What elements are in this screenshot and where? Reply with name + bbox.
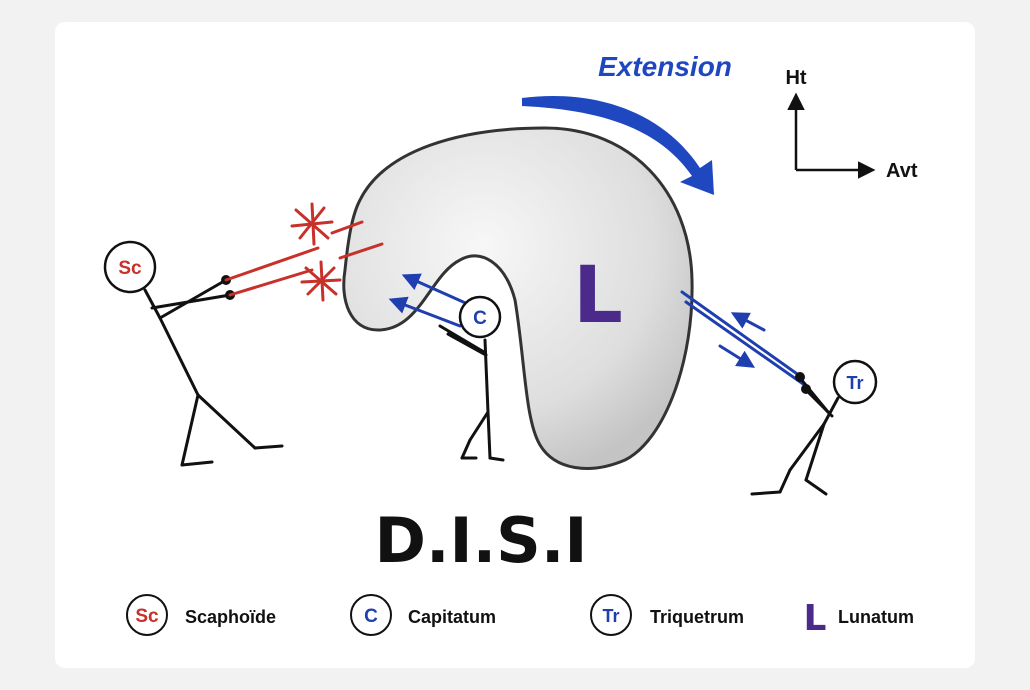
axis-right-label: Avt: [886, 160, 918, 182]
capitatum-head: [458, 295, 502, 339]
legend-symbol: Sc: [135, 606, 159, 627]
circle-badge-icon: [590, 594, 632, 636]
triquetrum-hand-1: [795, 372, 805, 382]
triquetrum-ligament-lines: [680, 290, 808, 388]
rupture-star-icon: [290, 202, 334, 246]
legend-label: Scaphoïde: [185, 607, 276, 627]
legend-item-lunatum: L Lunatum: [804, 598, 914, 639]
circle-badge-icon: [350, 594, 392, 636]
lunate-letter: L: [573, 251, 623, 341]
diagram-panel: [55, 22, 975, 668]
scaphoid-head: [103, 240, 157, 294]
circle-badge-icon: [126, 594, 168, 636]
extension-arrow-icon: [522, 95, 714, 195]
legend-item-triquetrum: Tr Triquetrum: [590, 594, 744, 636]
capitatum-figure: [438, 324, 505, 462]
capitatum-blue-arrows: [388, 273, 472, 328]
triquetrum-hand-2: [801, 384, 811, 394]
rupture-star-icon: [300, 260, 342, 302]
legend-symbol: C: [364, 606, 378, 627]
legend-item-capitatum: C Capitatum: [350, 594, 496, 636]
triquetrum-head: [832, 359, 878, 405]
scaphoid-head-label: Sc: [118, 258, 142, 279]
lunate-bone: [342, 126, 694, 470]
extension-label: Extension: [598, 51, 732, 82]
triquetrum-figure: [750, 376, 840, 496]
legend: Sc Scaphoïde C Capitatum Tr Triquetrum L…: [126, 594, 914, 639]
diagram-title: D.I.S.I: [375, 504, 588, 577]
legend-symbol: Tr: [602, 606, 619, 626]
orientation-axes: [787, 92, 876, 179]
letter-icon: L: [804, 598, 827, 639]
scaphoid-figure: [143, 278, 284, 467]
scaphoid-ligament-lines: [224, 220, 384, 297]
legend-label: Capitatum: [408, 607, 496, 627]
triquetrum-head-label: Tr: [846, 373, 863, 393]
legend-label: Triquetrum: [650, 607, 744, 627]
axis-up-label: Ht: [785, 67, 806, 89]
legend-label: Lunatum: [838, 607, 914, 627]
capitatum-head-label: C: [473, 308, 487, 329]
legend-item-scaphoid: Sc Scaphoïde: [126, 594, 276, 636]
